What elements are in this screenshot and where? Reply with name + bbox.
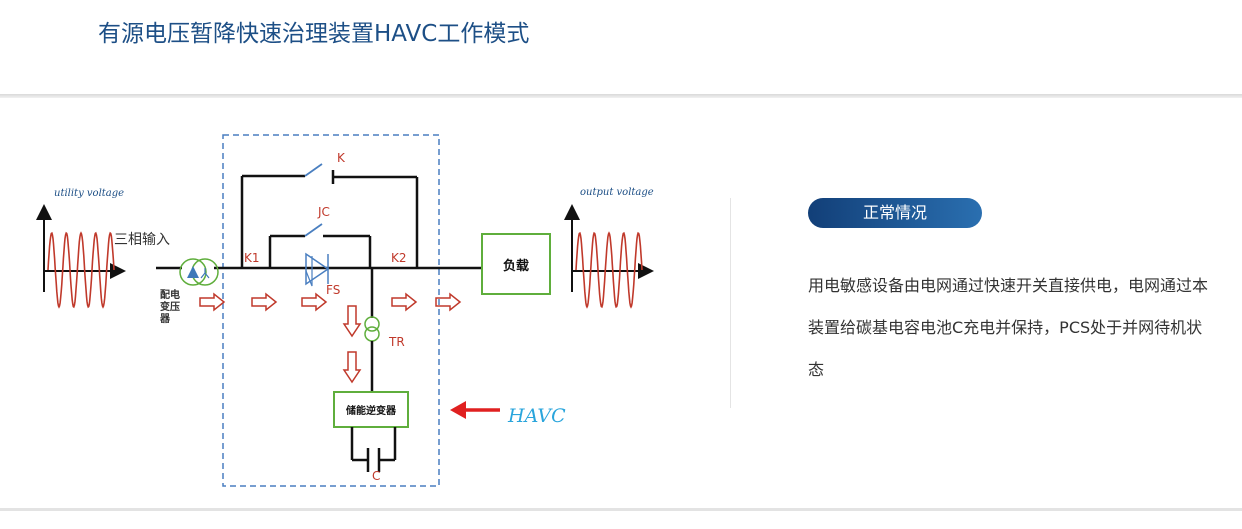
input-wave-label: utility voltage — [54, 188, 124, 199]
input-waveform: utility voltage — [36, 188, 126, 309]
flow-arrow-right — [391, 292, 418, 312]
node-k2-label: K2 — [391, 251, 407, 265]
node-k1-label: K1 — [244, 251, 260, 265]
status-badge: 正常情况 — [808, 198, 982, 228]
capacitor-c-label: C — [372, 469, 380, 483]
contactor-jc — [268, 223, 372, 268]
output-wave-label: output voltage — [580, 187, 654, 198]
header-divider — [0, 94, 1242, 98]
distribution-transformer-label: 配电 变压 器 — [159, 288, 183, 325]
power-flow-arrows — [199, 292, 462, 384]
havc-label: HAVC — [507, 405, 566, 427]
input-sine-wave — [47, 231, 115, 309]
flow-arrow-right — [435, 292, 462, 312]
flow-arrow-down — [342, 351, 362, 384]
load-label: 负载 — [503, 258, 529, 274]
capacitor-c-icon — [350, 427, 397, 472]
output-sine-wave — [575, 231, 643, 309]
havc-circuit-diagram: utility voltage output voltage 三相输入 配电 变… — [0, 98, 740, 508]
output-waveform: output voltage — [564, 187, 654, 309]
switch-jc-label: JC — [317, 205, 330, 219]
flow-arrow-down — [342, 305, 362, 338]
pcs-label: 储能逆变器 — [345, 404, 397, 417]
havc-pointer-arrow-icon — [450, 401, 500, 419]
thyristor-fs-label: FS — [326, 283, 340, 297]
distribution-transformer-icon — [179, 258, 219, 286]
transformer-tr-label: TR — [388, 335, 405, 349]
flow-arrow-right — [251, 292, 278, 312]
havc-boundary — [222, 134, 440, 487]
mode-description: 用电敏感设备由电网通过快速开关直接供电，电网通过本装置给碳基电容电池C充电并保持… — [808, 276, 1209, 379]
three-phase-input-label: 三相输入 — [114, 232, 170, 248]
pcs-box — [333, 391, 409, 428]
transformer-tr-icon — [364, 316, 380, 342]
flow-arrow-right — [301, 292, 328, 312]
section-divider — [730, 198, 731, 408]
footer-divider — [0, 508, 1242, 511]
load-box — [481, 233, 551, 295]
bypass-switch-k — [240, 163, 419, 268]
flow-arrow-right — [199, 292, 226, 312]
switch-k-label: K — [337, 151, 346, 165]
thyristor-fs-icon — [305, 252, 330, 287]
page-title: 有源电压暂降快速治理装置HAVC工作模式 — [98, 21, 530, 47]
